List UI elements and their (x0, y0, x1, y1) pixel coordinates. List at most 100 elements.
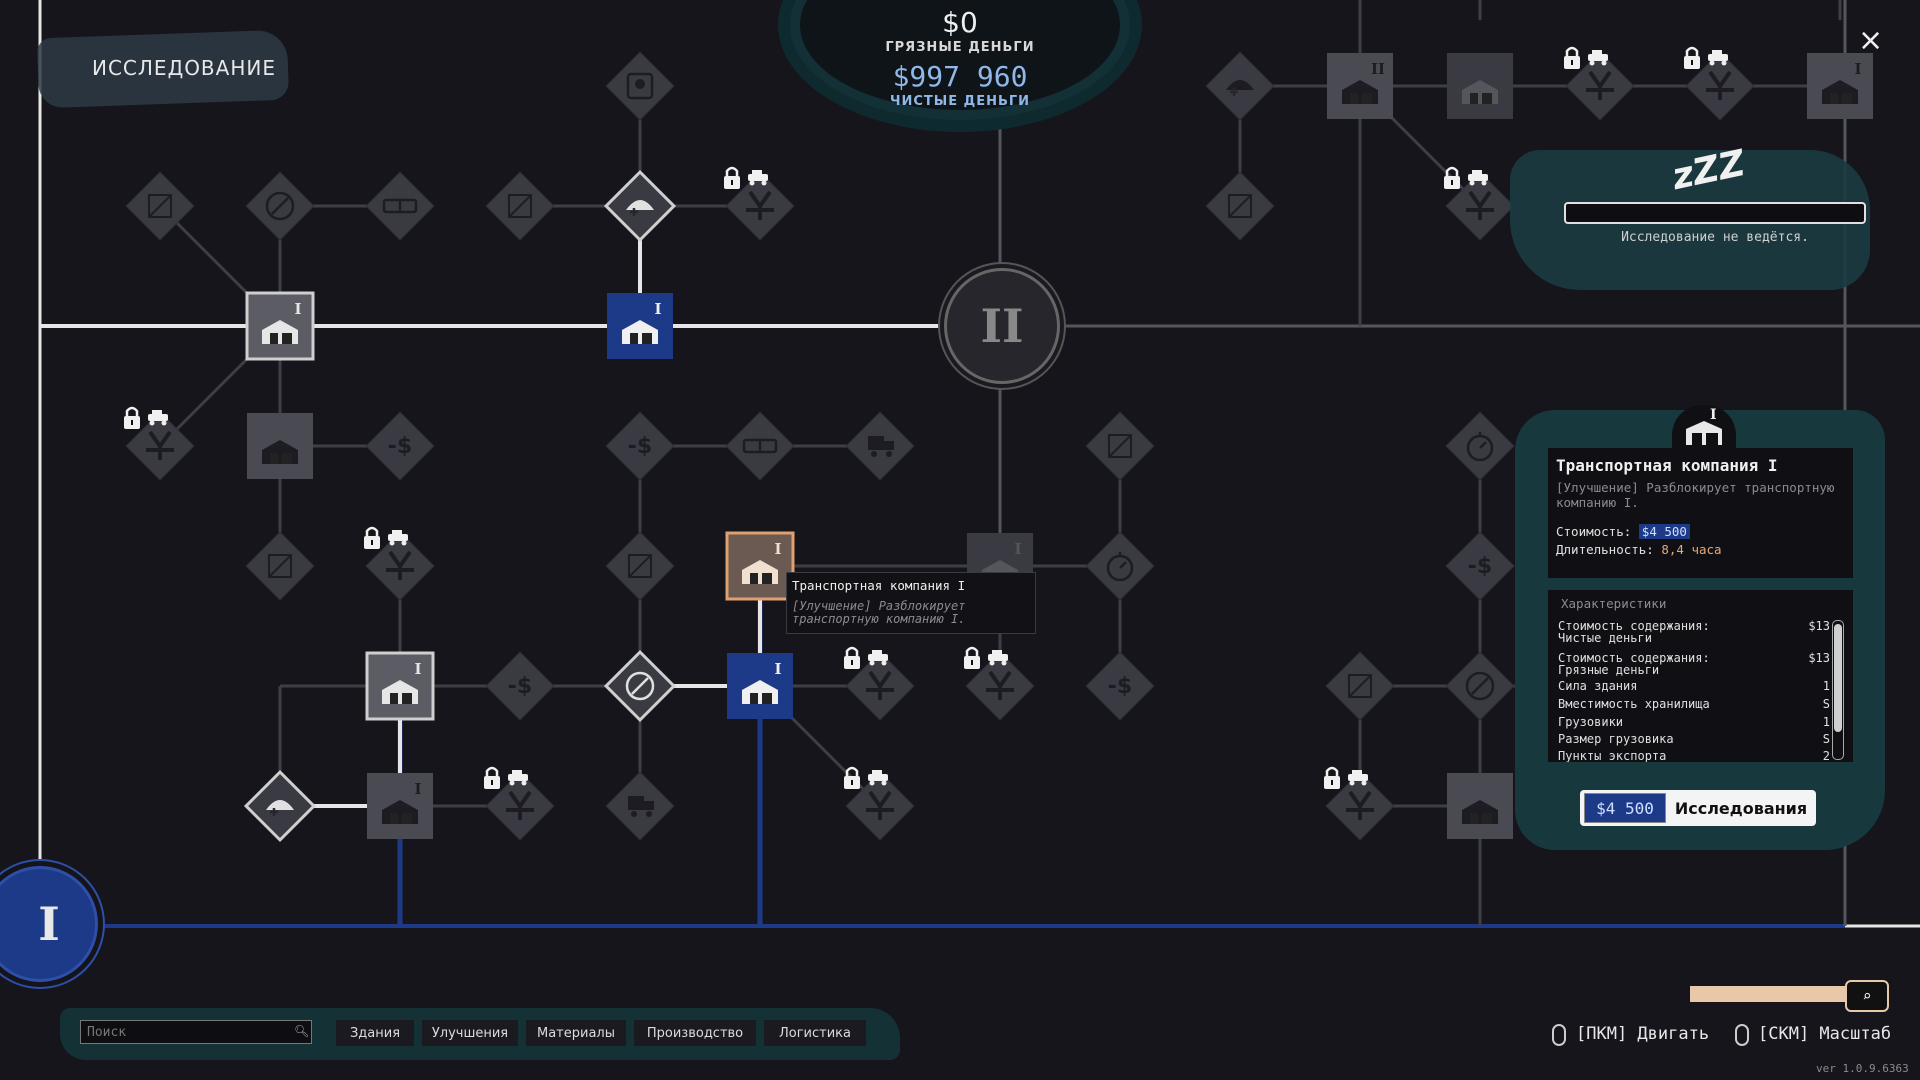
research-node-shop[interactable]: I (367, 773, 433, 839)
pipe-icon (382, 198, 418, 214)
research-node-building[interactable]: I (245, 291, 315, 361)
research-node-discount[interactable]: -$ (1085, 651, 1155, 721)
details-duration: Длительность: 8,4 часа (1556, 542, 1722, 557)
discount-icon: -$ (388, 434, 412, 459)
research-node-box[interactable] (245, 531, 315, 601)
details-description: [Улучшение] Разблокирует транспортную ко… (1556, 480, 1835, 510)
node-tier-label: I (1854, 60, 1861, 78)
compass-icon (1465, 671, 1495, 701)
transport-company-icon: I (1686, 407, 1722, 445)
research-node-garage[interactable] (1447, 773, 1513, 839)
shop-icon (1342, 80, 1378, 104)
research-node-discount[interactable]: -$ (365, 411, 435, 481)
research-node-timer[interactable] (1445, 411, 1515, 481)
research-node-discount[interactable]: -$ (605, 411, 675, 481)
research-node-garage[interactable]: I (727, 653, 793, 719)
research-node-fist[interactable] (1565, 51, 1635, 121)
research-node-fist[interactable] (1325, 771, 1395, 841)
research-node-compass[interactable] (1445, 651, 1515, 721)
research-node-timer[interactable] (1085, 531, 1155, 601)
tier-2-circle: II (944, 268, 1060, 384)
research-node-pipe[interactable] (365, 171, 435, 241)
research-node-farm[interactable]: I (365, 651, 435, 721)
research-node-fist[interactable] (845, 651, 915, 721)
research-node-fist[interactable] (485, 771, 555, 841)
research-node-worker[interactable] (605, 51, 675, 121)
research-node-truck-plus[interactable] (845, 411, 915, 481)
research-node-warehouse[interactable]: I (607, 293, 673, 359)
research-node-fist[interactable] (845, 771, 915, 841)
research-node-transport-company[interactable]: I (725, 531, 795, 601)
zoom-handle[interactable]: ⌕ (1845, 980, 1889, 1012)
research-node-pipe[interactable] (725, 411, 795, 481)
node-tooltip (786, 572, 1036, 634)
lock-icon (1684, 46, 1700, 69)
filter-logistics[interactable]: Логистика (764, 1020, 866, 1046)
research-node-compass[interactable] (603, 649, 677, 723)
research-node-storage-plus[interactable] (243, 769, 317, 843)
zoom-slider[interactable] (1690, 986, 1845, 1002)
dirty-money-label: ГРЯЗНЫЕ ДЕНЬГИ (885, 40, 1035, 55)
tier-2-label: II (980, 299, 1024, 353)
research-node-storage-plus[interactable] (603, 169, 677, 243)
fist-icon (386, 550, 414, 580)
filter-production[interactable]: Производство (634, 1020, 756, 1046)
stats-scrollbar-thumb[interactable] (1834, 624, 1842, 732)
research-node-fist[interactable] (1445, 171, 1515, 241)
lock-icon (724, 166, 740, 189)
discount-icon: -$ (1468, 554, 1492, 579)
details-icon-holder: I (1672, 405, 1736, 453)
raid-truck-icon (748, 170, 768, 186)
lock-icon (964, 646, 980, 669)
raid-truck-icon (1468, 170, 1488, 186)
research-node-car[interactable] (247, 413, 313, 479)
svg-text:-$: -$ (1468, 554, 1492, 579)
raid-truck-icon (988, 650, 1008, 666)
svg-text:-$: -$ (1108, 674, 1132, 699)
node-tier-label: II (1371, 60, 1385, 78)
research-node-fist[interactable] (1685, 51, 1755, 121)
farm-icon (1462, 80, 1498, 104)
research-node-box[interactable] (485, 171, 555, 241)
raid-truck-icon (508, 770, 528, 786)
research-node-storage-plus[interactable] (1205, 51, 1275, 121)
research-node-compass[interactable] (245, 171, 315, 241)
filter-materials[interactable]: Материалы (526, 1020, 626, 1046)
page-title: ИССЛЕДОВАНИЕ (92, 56, 276, 80)
stats-box (1548, 590, 1853, 762)
filter-upgrades[interactable]: Улучшения (422, 1020, 518, 1046)
discount-icon: -$ (628, 434, 652, 459)
research-node-farm[interactable] (1447, 53, 1513, 119)
research-node-fist[interactable] (365, 531, 435, 601)
close-icon[interactable]: × (1858, 23, 1884, 58)
stats-scrollbar[interactable] (1832, 620, 1844, 760)
lock-icon (844, 646, 860, 669)
research-node-box[interactable] (605, 531, 675, 601)
research-node-box[interactable] (1205, 171, 1275, 241)
fist-icon (866, 790, 894, 820)
fist-icon (746, 190, 774, 220)
research-node-discount[interactable]: -$ (1445, 531, 1515, 601)
research-node-fist[interactable] (965, 651, 1035, 721)
research-node-box[interactable] (125, 171, 195, 241)
fist-icon (146, 430, 174, 460)
research-node-box[interactable] (1325, 651, 1395, 721)
stats-list[interactable]: Стоимость содержания: Чистые деньги$13 С… (1548, 616, 1838, 762)
search-input[interactable] (80, 1020, 312, 1044)
research-node-discount[interactable]: -$ (485, 651, 555, 721)
research-node-box[interactable] (1085, 411, 1155, 481)
research-node-truck-plus[interactable] (605, 771, 675, 841)
mouse-middle-icon (1735, 1024, 1749, 1046)
research-button[interactable]: $4 500 Исследования (1580, 790, 1816, 826)
research-node-shop[interactable]: I (1807, 53, 1873, 119)
research-node-fist[interactable] (125, 411, 195, 481)
box-icon (628, 554, 652, 578)
research-node-shop[interactable]: II (1327, 53, 1393, 119)
research-node-fist[interactable] (725, 171, 795, 241)
discount-icon: -$ (508, 674, 532, 699)
filter-buildings[interactable]: Здания (336, 1020, 414, 1046)
lock-icon (844, 766, 860, 789)
search-icon: 🔍︎ (294, 1024, 310, 1038)
